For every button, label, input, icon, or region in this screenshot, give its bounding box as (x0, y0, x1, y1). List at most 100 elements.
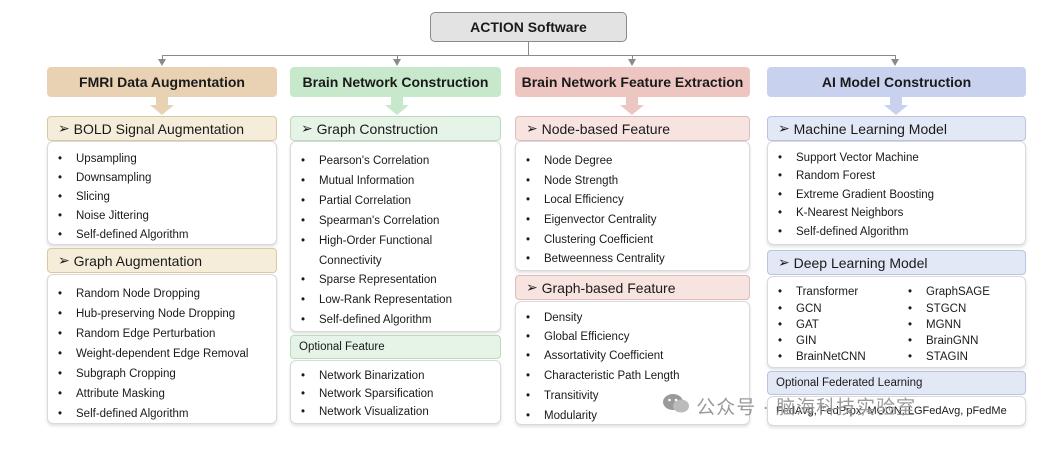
list-item: STGCN (908, 302, 966, 316)
list-item: GAT (778, 318, 819, 332)
list-item: Modularity (526, 409, 597, 423)
down-arrow-icon (620, 97, 644, 115)
list-item: Clustering Coefficient (526, 233, 653, 247)
root-node-action-software: ACTION Software (430, 12, 627, 42)
optional-feature-head: Optional Feature (290, 335, 501, 359)
federated-learning-methods: FedAvg, FedPrpx, MOON, LGFedAvg, pFedMe (767, 396, 1026, 426)
list-item: Node Strength (526, 174, 618, 188)
list-item: Eigenvector Centrality (526, 213, 656, 227)
watermark: 公众号 · 脑海科技实验室 (662, 392, 916, 420)
list-item: Sparse Representation (301, 273, 437, 287)
list-item: Noise Jittering (58, 209, 149, 223)
watermark-text: 公众号 · 脑海科技实验室 (696, 397, 917, 419)
list-item: BrainGNN (908, 334, 979, 348)
section-head-bold-signal-augmentation: ➢ BOLD Signal Augmentation (47, 116, 277, 141)
branch-connector-4 (895, 55, 896, 60)
list-item: Attribute Masking (58, 387, 165, 401)
list-item: Support Vector Machine (778, 151, 919, 165)
section-arrow-icon: ➢ (301, 120, 317, 136)
list-item: BrainNetCNN (778, 350, 866, 364)
branch-connector-1 (162, 55, 163, 60)
list-item: Downsampling (58, 171, 152, 185)
section-head-graph-based-feature: ➢ Graph-based Feature (515, 275, 750, 300)
list-box-graph-construction: Pearson's Correlation Mutual Information… (290, 141, 501, 332)
list-item: Pearson's Correlation (301, 154, 429, 168)
list-item: Self-defined Algorithm (778, 225, 908, 239)
list-item: Random Node Dropping (58, 287, 200, 301)
down-arrow-icon (385, 97, 409, 115)
down-arrow-icon (884, 97, 908, 115)
list-item: Spearman's Correlation (301, 214, 440, 228)
list-item: Upsampling (58, 152, 137, 166)
list-item: Characteristic Path Length (526, 369, 679, 383)
root-connector (528, 42, 529, 55)
list-item: Self-defined Algorithm (58, 228, 188, 242)
list-item: GIN (778, 334, 817, 348)
list-item: Network Visualization (301, 405, 429, 419)
list-box-node-based-feature: Node Degree Node Strength Local Efficien… (515, 141, 750, 271)
list-item: Network Sparsification (301, 387, 433, 401)
optional-federated-learning-head: Optional Federated Learning (767, 371, 1026, 395)
section-arrow-icon: ➢ (58, 252, 74, 268)
list-item: K-Nearest Neighbors (778, 206, 903, 220)
section-head-deep-learning-model: ➢ Deep Learning Model (767, 250, 1026, 275)
list-item: Density (526, 311, 583, 325)
list-item: Node Degree (526, 154, 613, 168)
root-label: ACTION Software (470, 19, 587, 35)
list-box-optional-feature: Network Binarization Network Sparsificat… (290, 360, 501, 424)
list-item: Transformer (778, 285, 858, 299)
list-item: MGNN (908, 318, 961, 332)
list-item: Mutual Information (301, 174, 414, 188)
branch-arrowhead-3 (628, 59, 636, 66)
branch-connector-2 (397, 55, 398, 60)
list-item: Random Forest (778, 169, 875, 183)
section-head-graph-augmentation: ➢ Graph Augmentation (47, 248, 277, 273)
branch-line (162, 55, 895, 56)
list-box-machine-learning: Support Vector Machine Random Forest Ext… (767, 141, 1026, 245)
list-box-graph-based-feature: Density Global Efficiency Assortativity … (515, 301, 750, 425)
list-item: Slicing (58, 190, 110, 204)
branch-arrowhead-2 (393, 59, 401, 66)
section-arrow-icon: ➢ (58, 120, 74, 136)
list-item: Extreme Gradient Boosting (778, 188, 934, 202)
branch-arrowhead-1 (158, 59, 166, 66)
list-item: Partial Correlation (301, 194, 411, 208)
list-item: Low-Rank Representation (301, 293, 452, 307)
section-head-node-based-feature: ➢ Node-based Feature (515, 116, 750, 141)
list-box-graph-augmentation: Random Node Dropping Hub-preserving Node… (47, 274, 277, 424)
branch-connector-3 (632, 55, 633, 60)
list-item: Self-defined Algorithm (301, 313, 431, 327)
list-item: Random Edge Perturbation (58, 327, 215, 341)
wechat-icon (662, 392, 690, 420)
list-item: Transitivity (526, 389, 598, 403)
list-item: Assortativity Coefficient (526, 349, 663, 363)
list-item: Hub-preserving Node Dropping (58, 307, 235, 321)
column-head-fmri-augmentation: FMRI Data Augmentation (47, 67, 277, 97)
section-arrow-icon: ➢ (778, 120, 794, 136)
column-head-ai-model-construction: AI Model Construction (767, 67, 1026, 97)
list-item: GCN (778, 302, 821, 316)
list-item: Network Binarization (301, 369, 425, 383)
list-box-bold-signal: Upsampling Downsampling Slicing Noise Ji… (47, 141, 277, 245)
list-item: STAGIN (908, 350, 968, 364)
column-head-brain-network-construction: Brain Network Construction (290, 67, 501, 97)
branch-arrowhead-4 (891, 59, 899, 66)
list-item: Weight-dependent Edge Removal (58, 347, 248, 361)
federated-methods-text: FedAvg, FedPrpx, MOON, LGFedAvg, pFedMe (776, 405, 1007, 417)
list-item: Local Efficiency (526, 193, 624, 207)
list-item: High-Order Functional (301, 234, 432, 248)
down-arrow-icon (150, 97, 174, 115)
list-item: Betweenness Centrality (526, 252, 665, 266)
list-item: GraphSAGE (908, 285, 990, 299)
list-item: Subgraph Cropping (58, 367, 176, 381)
section-arrow-icon: ➢ (526, 120, 542, 136)
list-box-deep-learning: Transformer GCN GAT GIN BrainNetCNN Grap… (767, 276, 1026, 368)
list-item-continuation: Connectivity (319, 255, 382, 267)
column-head-feature-extraction: Brain Network Feature Extraction (515, 67, 750, 97)
section-arrow-icon: ➢ (526, 279, 542, 295)
list-item: Global Efficiency (526, 330, 630, 344)
list-item: Self-defined Algorithm (58, 407, 188, 421)
section-head-machine-learning-model: ➢ Machine Learning Model (767, 116, 1026, 141)
section-head-graph-construction: ➢ Graph Construction (290, 116, 501, 141)
section-arrow-icon: ➢ (778, 254, 794, 270)
